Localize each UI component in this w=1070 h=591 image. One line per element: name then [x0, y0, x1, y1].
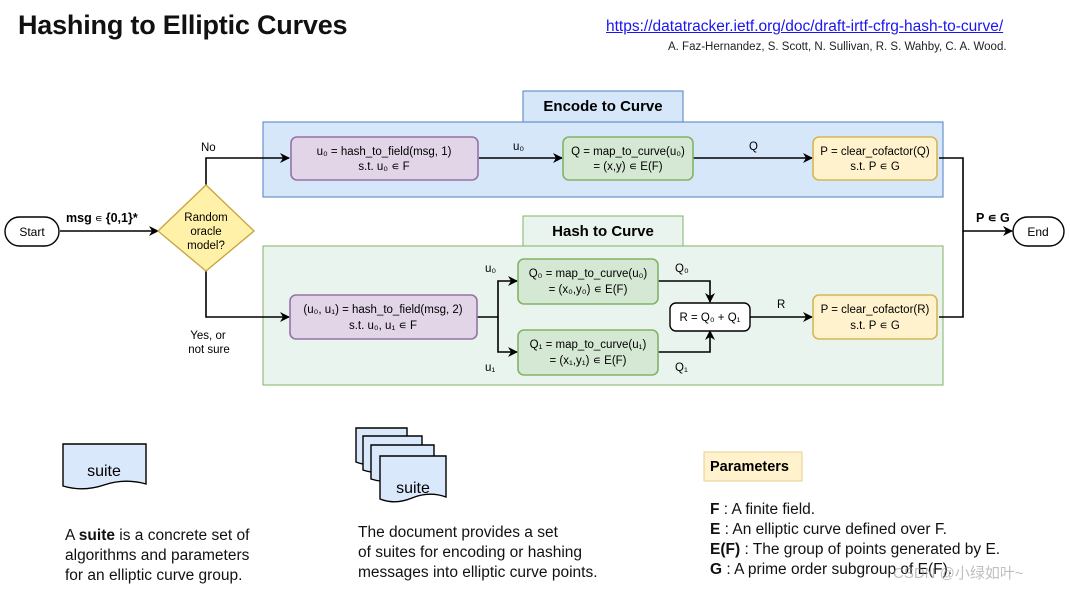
encode-map-to-curve-line-1: Q = map_to_curve(u₀) — [571, 146, 685, 158]
draft-link[interactable]: https://datatracker.ietf.org/doc/draft-i… — [606, 18, 1004, 35]
authors-line: A. Faz-Hernandez, S. Scott, N. Sullivan,… — [668, 41, 1007, 53]
hash-edge-Q1-label: Q₁ — [675, 362, 688, 374]
hash-sum-label: R = Q₀ + Q₁ — [679, 312, 740, 324]
encode-hash-to-field-line-2: s.t. u₀ ∊ F — [358, 161, 409, 173]
encode-clear-cofactor-line-2: s.t. P ∊ G — [850, 161, 900, 173]
hash-sum-node — [669, 302, 751, 332]
encode-edge-u0-label: u₀ — [513, 141, 524, 153]
hash-clear-cofactor-line-1: P = clear_cofactor(R) — [821, 304, 930, 316]
hash-map1-node — [517, 329, 659, 376]
suite-stack-label: suite — [396, 480, 430, 497]
hash-map0-line-2: = (x₀,y₀) ∊ E(F) — [549, 284, 628, 296]
no-label: No — [201, 142, 216, 154]
suite-icon — [62, 443, 147, 490]
hash-map0-node — [517, 258, 659, 305]
hash-clear-cofactor-line-2: s.t. P ∊ G — [850, 320, 900, 332]
edge-yes — [205, 271, 290, 322]
encode-clear-cofactor-line-1: P = clear_cofactor(Q) — [820, 146, 930, 158]
encode-map-to-curve-node — [562, 136, 694, 181]
suite-icon-label: suite — [87, 463, 121, 480]
hash-hash-to-field-line-1: (u₀, u₁) = hash_to_field(msg, 2) — [303, 304, 462, 316]
document-description-line-1: The document provides a set — [358, 524, 558, 541]
hash-edge-u0-label: u₀ — [485, 263, 496, 275]
yes-label-1: Yes, or — [190, 330, 226, 342]
edge-hash-split-lower — [497, 317, 518, 357]
hash-map0-line-1: Q₀ = map_to_curve(u₀) — [529, 268, 648, 280]
edge-encode-out — [939, 157, 1013, 236]
encode-hash-to-field-line-1: u₀ = hash_to_field(msg, 1) — [317, 146, 452, 158]
encode-edge-Q-label: Q — [749, 141, 758, 153]
document-description-line-3: messages into elliptic curve points. — [358, 564, 598, 581]
decision-line-2: oracle — [190, 226, 221, 238]
parameters-title-box — [703, 451, 803, 482]
parameters-list: F : A finite field. E : An elliptic curv… — [710, 500, 1000, 580]
encode-title: Encode to Curve — [543, 98, 662, 115]
page-title: Hashing to Elliptic Curves — [18, 10, 348, 40]
suite-term: suite — [78, 527, 115, 544]
edge-hash-split — [477, 276, 518, 318]
input-label: msg ∊ {0,1}* — [66, 211, 138, 225]
hash-edge-R-label: R — [777, 299, 785, 311]
encode-title-box — [522, 90, 684, 123]
encode-clear-cofactor-node — [812, 136, 938, 181]
hash-clear-cofactor-node — [812, 294, 938, 340]
hash-title: Hash to Curve — [552, 223, 654, 240]
hash-hash-to-field-node — [289, 294, 478, 340]
parameter-F: F : A finite field. — [710, 501, 816, 518]
hash-hash-to-field-line-2: s.t. u₀, u₁ ∊ F — [349, 320, 417, 332]
output-label: P ∊ G — [976, 211, 1010, 225]
watermark: CSDN @小绿如叶~ — [893, 565, 1024, 582]
suite-stack-icon-4 — [379, 455, 447, 503]
edge-Q1 — [658, 330, 715, 353]
start-label: Start — [19, 225, 45, 239]
yes-label-2: not sure — [188, 344, 230, 356]
encode-hash-to-field-node — [290, 136, 479, 181]
hash-edge-u1-label: u₁ — [485, 362, 495, 374]
hash-map1-line-2: = (x₁,y₁) ∊ E(F) — [549, 355, 626, 367]
end-node — [1012, 216, 1065, 247]
suite-definition-line-1: A suite is a concrete set of — [65, 527, 250, 544]
parameter-E: E : An elliptic curve defined over F. — [710, 521, 947, 538]
decision-line-3: model? — [187, 240, 225, 252]
parameters-title: Parameters — [710, 459, 789, 475]
hash-edge-Q0-label: Q₀ — [675, 263, 689, 275]
edge-no — [205, 153, 290, 185]
decision-diamond — [156, 184, 256, 272]
suite-definition: A suite is a concrete set of algorithms … — [65, 526, 249, 586]
suite-definition-line-2: algorithms and parameters — [65, 547, 250, 564]
edge-Q0 — [658, 280, 715, 303]
end-label: End — [1027, 225, 1048, 239]
document-description: The document provides a set of suites fo… — [358, 523, 598, 583]
hash-map1-line-1: Q₁ = map_to_curve(u₁) — [530, 339, 647, 351]
encode-map-to-curve-line-2: = (x,y) ∊ E(F) — [593, 161, 662, 173]
start-node — [4, 216, 60, 247]
decision-line-1: Random — [184, 212, 227, 224]
hash-title-box — [522, 215, 684, 247]
document-description-line-2: of suites for encoding or hashing — [358, 544, 583, 561]
parameter-EF: E(F) : The group of points generated by … — [710, 541, 1001, 558]
parameter-G: G : A prime order subgroup of E(F). — [710, 561, 953, 578]
edge-hash-out — [939, 231, 964, 318]
suite-definition-line-3: for an elliptic curve group. — [65, 567, 243, 584]
